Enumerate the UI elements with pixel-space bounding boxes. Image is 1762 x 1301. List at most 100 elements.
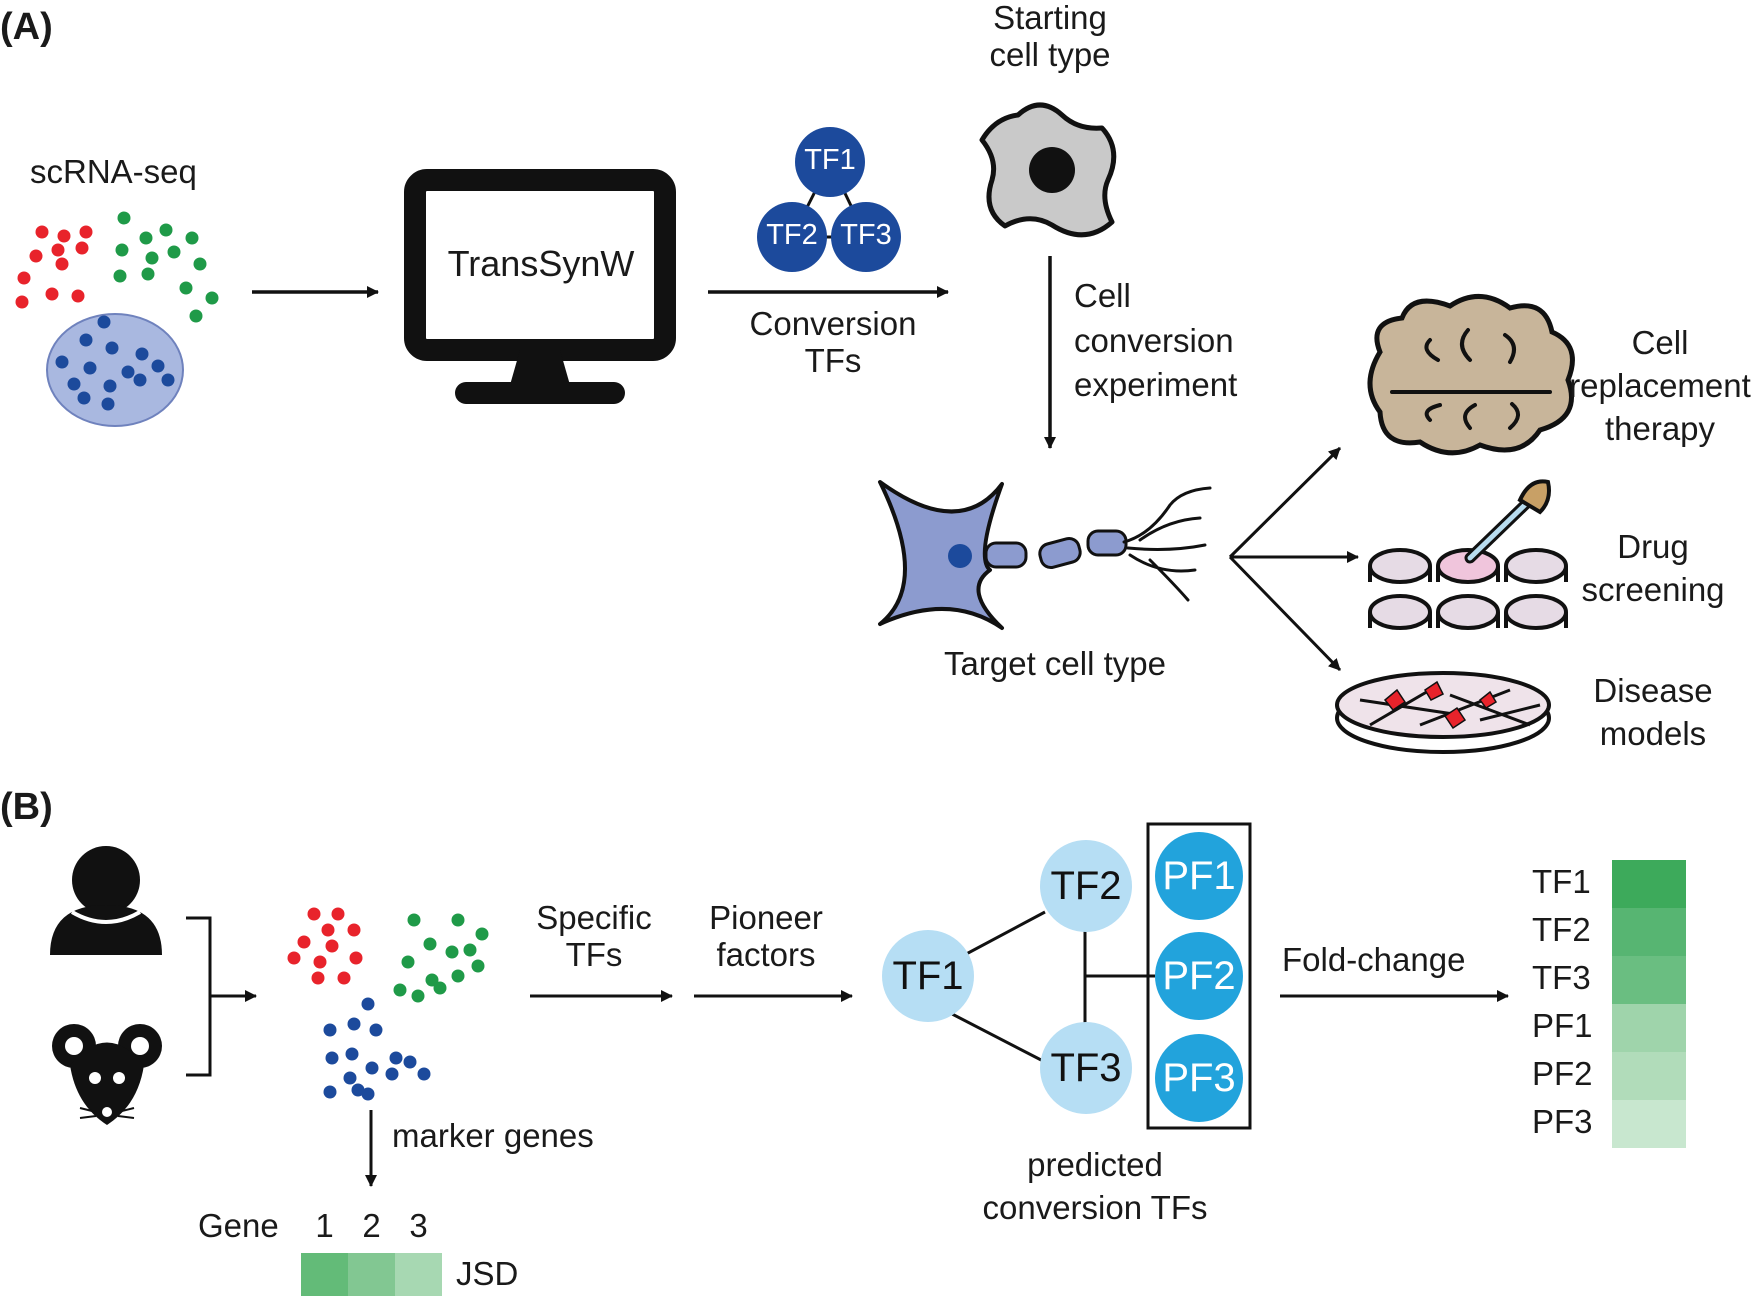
scatter-dot-green — [411, 989, 425, 1003]
tf1-node-b — [882, 930, 974, 1022]
tf3-label-b: TF3 — [1050, 1046, 1122, 1090]
scatter-dot-green — [463, 943, 477, 957]
predicted-tfs-label: predicted conversion TFs — [982, 1146, 1208, 1226]
scatter-dot-red — [57, 229, 71, 243]
tf1-node-a — [795, 127, 865, 197]
scatter-dot-green — [167, 245, 181, 259]
tf2-label-b: TF2 — [1050, 864, 1122, 908]
bracket-species — [186, 916, 256, 1077]
scatter-dot-green — [475, 927, 489, 941]
pf2-node — [1155, 932, 1243, 1020]
scatter-dot-red — [331, 907, 345, 921]
rank-label-pf3: PF3 — [1532, 1103, 1593, 1140]
scatter-dot-blue — [133, 373, 147, 387]
scatter-dot-green — [193, 257, 207, 271]
scatter-dot-green — [189, 309, 203, 323]
scatter-dot-blue — [361, 1087, 375, 1101]
scatter-dot-blue — [79, 333, 93, 347]
scatter-dot-red — [297, 935, 311, 949]
scatter-dot-green — [401, 955, 415, 969]
scatter-dot-blue — [403, 1055, 417, 1069]
rank-label-pf1: PF1 — [1532, 1007, 1593, 1044]
scatter-dot-red — [35, 225, 49, 239]
jsd-label: JSD — [456, 1255, 519, 1292]
scatter-dot-green — [145, 251, 159, 265]
scatter-dot-blue — [101, 397, 115, 411]
scatter-dot-green — [451, 969, 465, 983]
scatter-dots — [15, 211, 219, 411]
panel-a-label: (A) — [0, 6, 53, 48]
scatter-dot-green — [471, 959, 485, 973]
scatter-dot-blue — [161, 373, 175, 387]
scatter-dot-red — [75, 241, 89, 255]
scatter-dot-green — [113, 269, 127, 283]
scatter-dot-green — [139, 231, 153, 245]
gene-header: Gene — [198, 1207, 279, 1244]
scatter-dot-red — [313, 955, 327, 969]
scatter-dot-green — [393, 983, 407, 997]
pf3-label: PF3 — [1162, 1056, 1236, 1100]
scatter-dot-blue — [325, 1051, 339, 1065]
scatter-dot-red — [29, 249, 43, 263]
computer-monitor-icon — [404, 169, 676, 404]
jsd-heatmap — [301, 1253, 442, 1296]
scatter-dot-blue — [389, 1051, 403, 1065]
scatter-dot-green — [205, 291, 219, 305]
scatter-dot-blue — [97, 315, 111, 329]
scatter-dot-red — [325, 939, 339, 953]
tf-triangle-network — [757, 127, 901, 272]
scatter-dot-red — [287, 951, 301, 965]
scatter-dot-blue — [347, 1017, 361, 1031]
scatter-dot-red — [79, 225, 93, 239]
scatter-dot-blue — [55, 355, 69, 369]
gene-number-1: 1 — [315, 1207, 334, 1244]
scatter-dot-green — [423, 937, 437, 951]
scatter-dot-blue — [369, 1023, 383, 1037]
specific-tfs-label: Specific TFs — [536, 899, 652, 973]
scatter-dot-blue — [77, 391, 91, 405]
tf1-label-b: TF1 — [892, 954, 964, 998]
scatter-dot-green — [117, 211, 131, 225]
scrna-seq-label: scRNA-seq — [30, 153, 197, 190]
scatter-dot-blue — [351, 1083, 365, 1097]
scatter-dot-blue — [135, 347, 149, 361]
pf3-node — [1155, 1034, 1243, 1122]
pf1-node — [1155, 832, 1243, 920]
target-cell-label: Target cell type — [944, 645, 1166, 682]
scatter-dot-blue — [343, 1071, 357, 1085]
scrna-scatter-a — [15, 211, 219, 427]
rank-label-pf2: PF2 — [1532, 1055, 1593, 1092]
pioneer-box — [1146, 822, 1252, 1130]
scatter-dot-green — [141, 267, 155, 281]
starting-cell-icon — [979, 102, 1117, 238]
predicted-network — [882, 822, 1252, 1130]
scatter-dot-blue — [417, 1067, 431, 1081]
rank-label-tf1: TF1 — [1532, 863, 1591, 900]
scatter-dot-red — [311, 971, 325, 985]
fold-change-label: Fold-change — [1282, 941, 1466, 978]
scatter-dot-blue — [67, 377, 81, 391]
tf1-label-a: TF1 — [804, 144, 856, 176]
tf2-label-a: TF2 — [766, 219, 818, 251]
scatter-dot-red — [349, 951, 363, 965]
scatter-dot-green — [159, 223, 173, 237]
tf2-node-a — [757, 202, 827, 272]
scatter-dot-red — [51, 243, 65, 257]
scatter-dot-blue — [103, 379, 117, 393]
marker-genes-label: marker genes — [392, 1117, 594, 1154]
application-arrows — [1228, 446, 1359, 672]
drug-screening-plate-icon — [1368, 479, 1568, 630]
scatter-dot-blue — [385, 1067, 399, 1081]
scatter-dot-red — [17, 271, 31, 285]
scatter-dot-red — [321, 923, 335, 937]
scatter-dot-blue — [345, 1047, 359, 1061]
scatter-dot-blue — [105, 341, 119, 355]
tf3-label-a: TF3 — [840, 219, 892, 251]
starting-cell-label: Starting cell type — [989, 0, 1111, 73]
scatter-dot-green — [407, 913, 421, 927]
scatter-dot-blue — [121, 365, 135, 379]
conversion-tfs-label: Conversion TFs — [749, 305, 917, 379]
scatter-dot-blue — [83, 361, 97, 375]
panel-b-label: (B) — [0, 786, 53, 828]
